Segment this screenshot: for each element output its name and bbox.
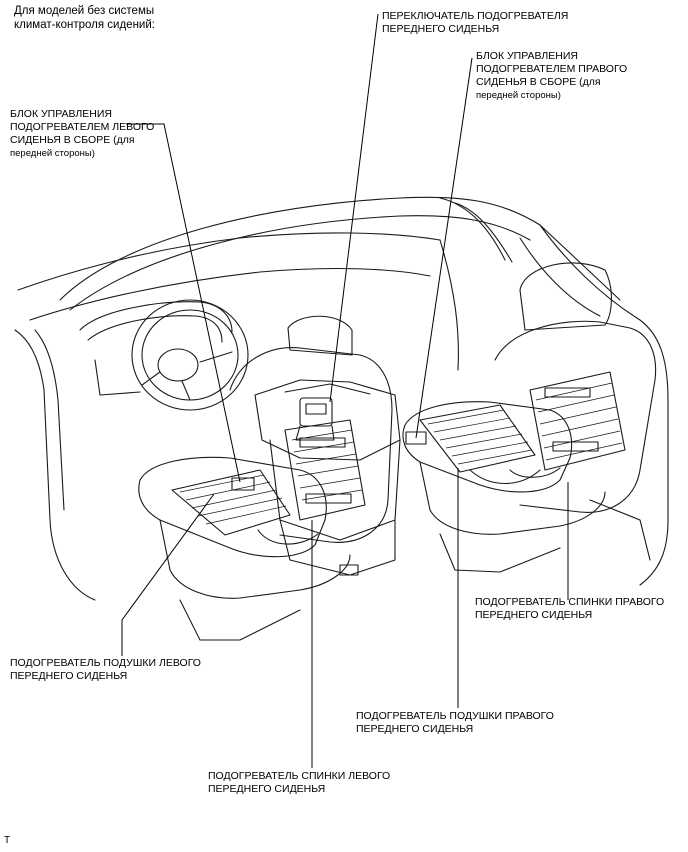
- heater-switch-unit: [299, 397, 333, 427]
- callout-left-seat-cushion-heater: ПОДОГРЕВАТЕЛЬ ПОДУШКИ ЛЕВОГО ПЕРЕДНЕГО С…: [10, 657, 201, 682]
- right-control-unit: [405, 431, 427, 445]
- callout-right-seat-heater-control: БЛОК УПРАВЛЕНИЯ ПОДОГРЕВАТЕЛЕМ ПРАВОГО С…: [476, 50, 628, 101]
- callout-right-seat-cushion-heater: ПОДОГРЕВАТЕЛЬ ПОДУШКИ ПРАВОГО ПЕРЕДНЕГО …: [356, 710, 554, 735]
- left-control-unit: [231, 477, 255, 491]
- callout-right-seatback-heater: ПОДОГРЕВАТЕЛЬ СПИНКИ ПРАВОГО ПЕРЕДНЕГО С…: [475, 596, 665, 621]
- callout-front-seat-heater-switch: ПЕРЕКЛЮЧАТЕЛЬ ПОДОГРЕВАТЕЛЯ ПЕРЕДНЕГО СИ…: [382, 10, 569, 35]
- leader-lines: [121, 13, 569, 768]
- callout-left-seat-heater-control: БЛОК УПРАВЛЕНИЯ ПОДОГРЕВАТЕЛЕМ ЛЕВОГО СИ…: [10, 108, 155, 159]
- header-note: Для моделей без системы климат-контроля …: [14, 4, 155, 32]
- callout-left-seatback-heater: ПОДОГРЕВАТЕЛЬ СПИНКИ ЛЕВОГО ПЕРЕДНЕГО СИ…: [208, 770, 391, 795]
- right-seat-back: [494, 320, 657, 513]
- steering-wheel: [131, 299, 249, 411]
- left-seat-back: [229, 347, 393, 543]
- right-seat-cushion: [402, 401, 573, 493]
- header-line-1: Для моделей без системы: [14, 5, 155, 17]
- left-seat-cushion: [138, 456, 327, 558]
- header-line-2: климат-контроля сидений:: [14, 19, 155, 31]
- footer-mark: T: [4, 835, 11, 846]
